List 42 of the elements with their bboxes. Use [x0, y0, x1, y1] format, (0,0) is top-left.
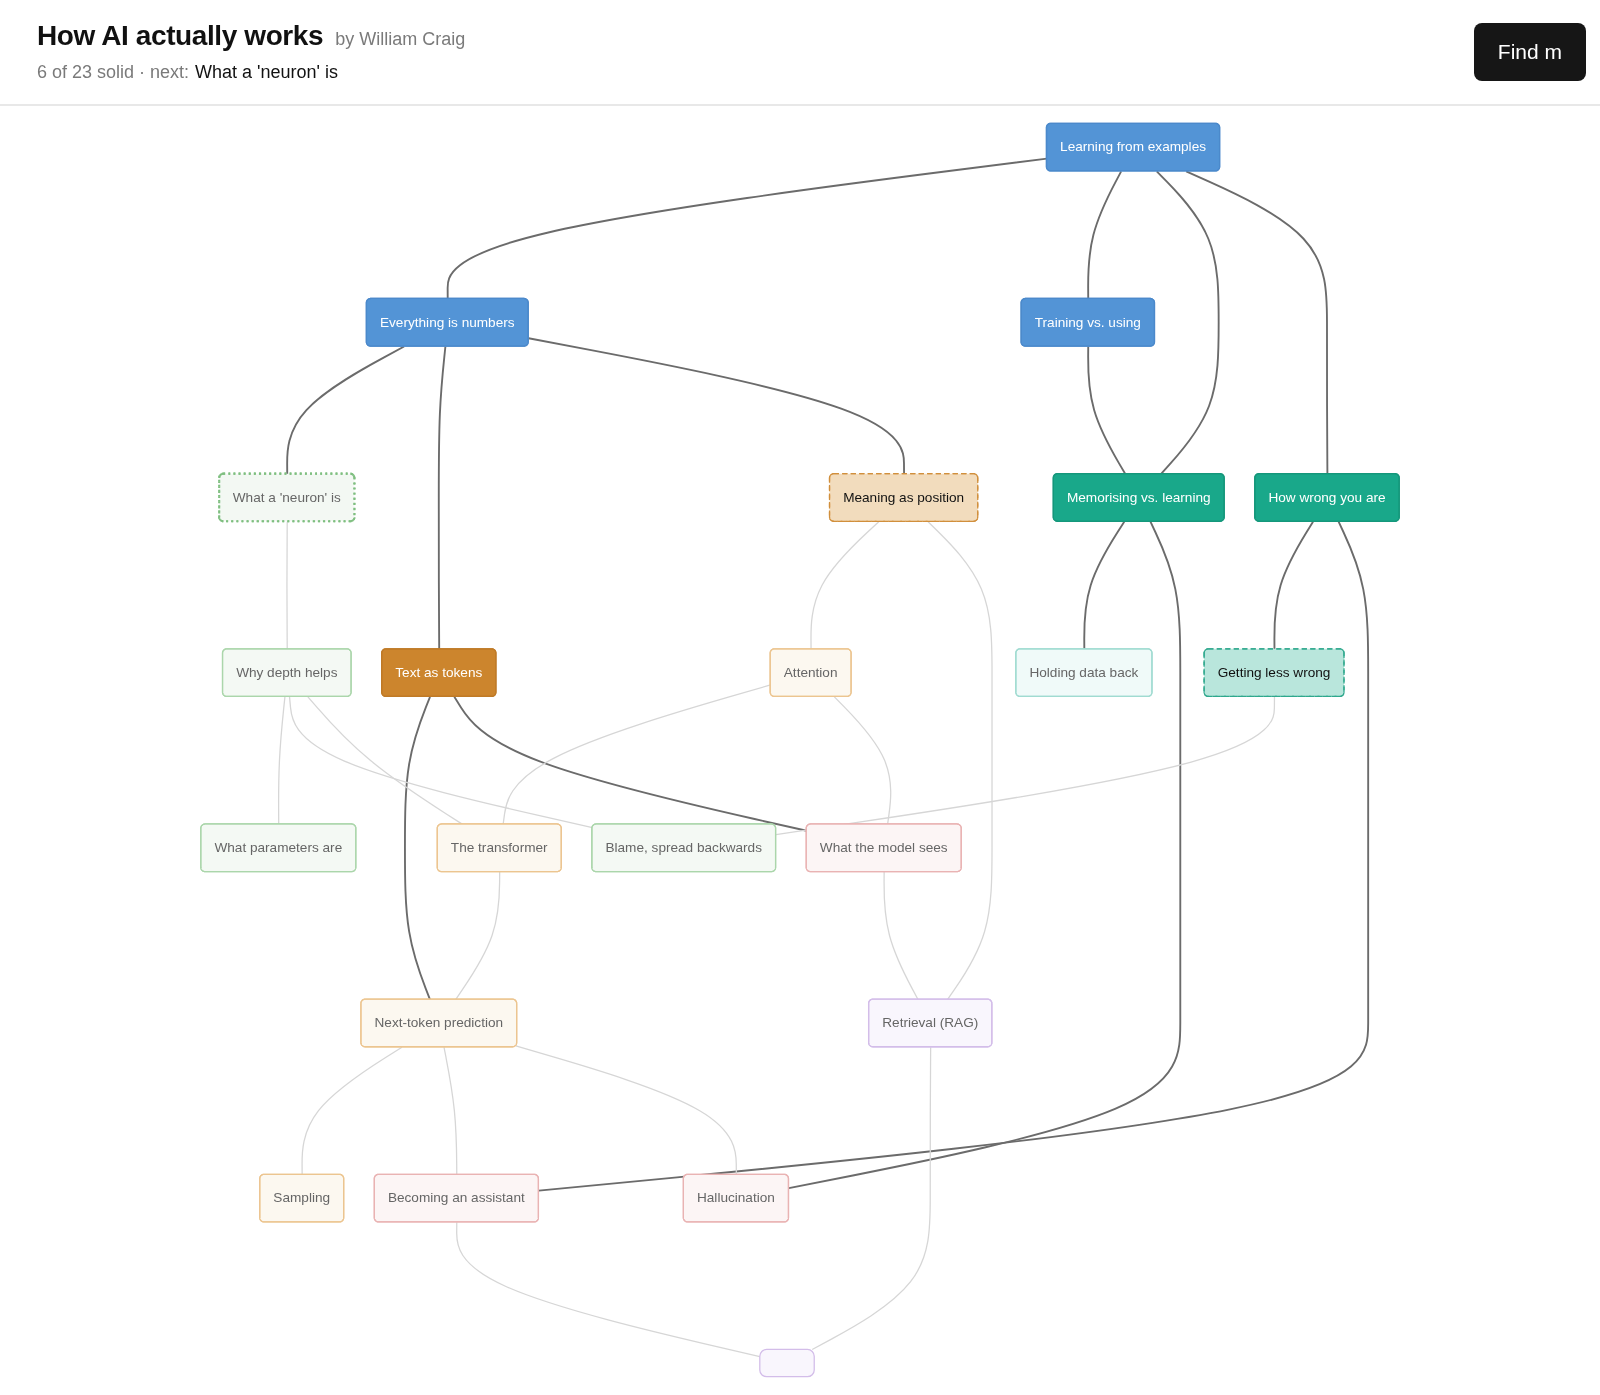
- progress-text: 6 of 23 solid · next:: [37, 62, 190, 83]
- topic-box: Text as tokens: [381, 648, 497, 698]
- connector-line: [927, 521, 993, 1001]
- topic-box: How wrong you are: [1254, 473, 1400, 522]
- topic-box: Blame, spread backwards: [591, 823, 777, 873]
- topic-box: Retrieval (RAG): [868, 998, 993, 1048]
- connector-line: [1087, 345, 1127, 475]
- connector-line: [286, 521, 288, 650]
- connector-line: [404, 695, 431, 1001]
- connector-line: [1155, 170, 1220, 475]
- topic-box: Sampling: [259, 1173, 345, 1223]
- topic-box: What parameters are: [200, 823, 357, 873]
- connector-line: [1185, 170, 1329, 475]
- next-topic-link: What a 'neuron' is: [195, 62, 339, 83]
- topic-box: Why depth helps: [221, 648, 352, 698]
- connector-line: [810, 521, 880, 650]
- topic-box: Getting less wrong: [1203, 648, 1345, 698]
- connector-line: [455, 871, 501, 1001]
- connector-line: [515, 1045, 737, 1176]
- topic-box: Becoming an assistant: [373, 1173, 540, 1223]
- topic-box: Hallucination: [682, 1173, 790, 1223]
- topic-box: What a 'neuron' is: [218, 472, 356, 523]
- topic-box: Learning from examples: [1045, 122, 1221, 172]
- topic-box: What the model sees: [805, 823, 962, 873]
- topic-box: The transformer: [436, 823, 562, 873]
- connector-line: [443, 1046, 458, 1176]
- connector-line: [1087, 170, 1123, 300]
- page-title: How AI actually works: [37, 20, 324, 52]
- topic-box: Memorising vs. learning: [1052, 473, 1225, 522]
- connector-line: [883, 871, 919, 1001]
- topic-box: Meaning as position: [828, 473, 979, 522]
- topic-box: Attention: [769, 648, 852, 698]
- topic-box: Everything is numbers: [365, 297, 529, 347]
- find-button: Find m: [1473, 23, 1586, 81]
- topic-box: Next-token prediction: [360, 998, 518, 1048]
- connector-line: [811, 1046, 932, 1351]
- connector-line: [775, 696, 1276, 836]
- topic-box: Training vs. using: [1020, 297, 1156, 347]
- author-byline: by William Craig: [335, 29, 466, 50]
- topic-box: [759, 1348, 815, 1378]
- connector-line: [301, 1046, 403, 1176]
- topic-box: Holding data back: [1015, 648, 1153, 698]
